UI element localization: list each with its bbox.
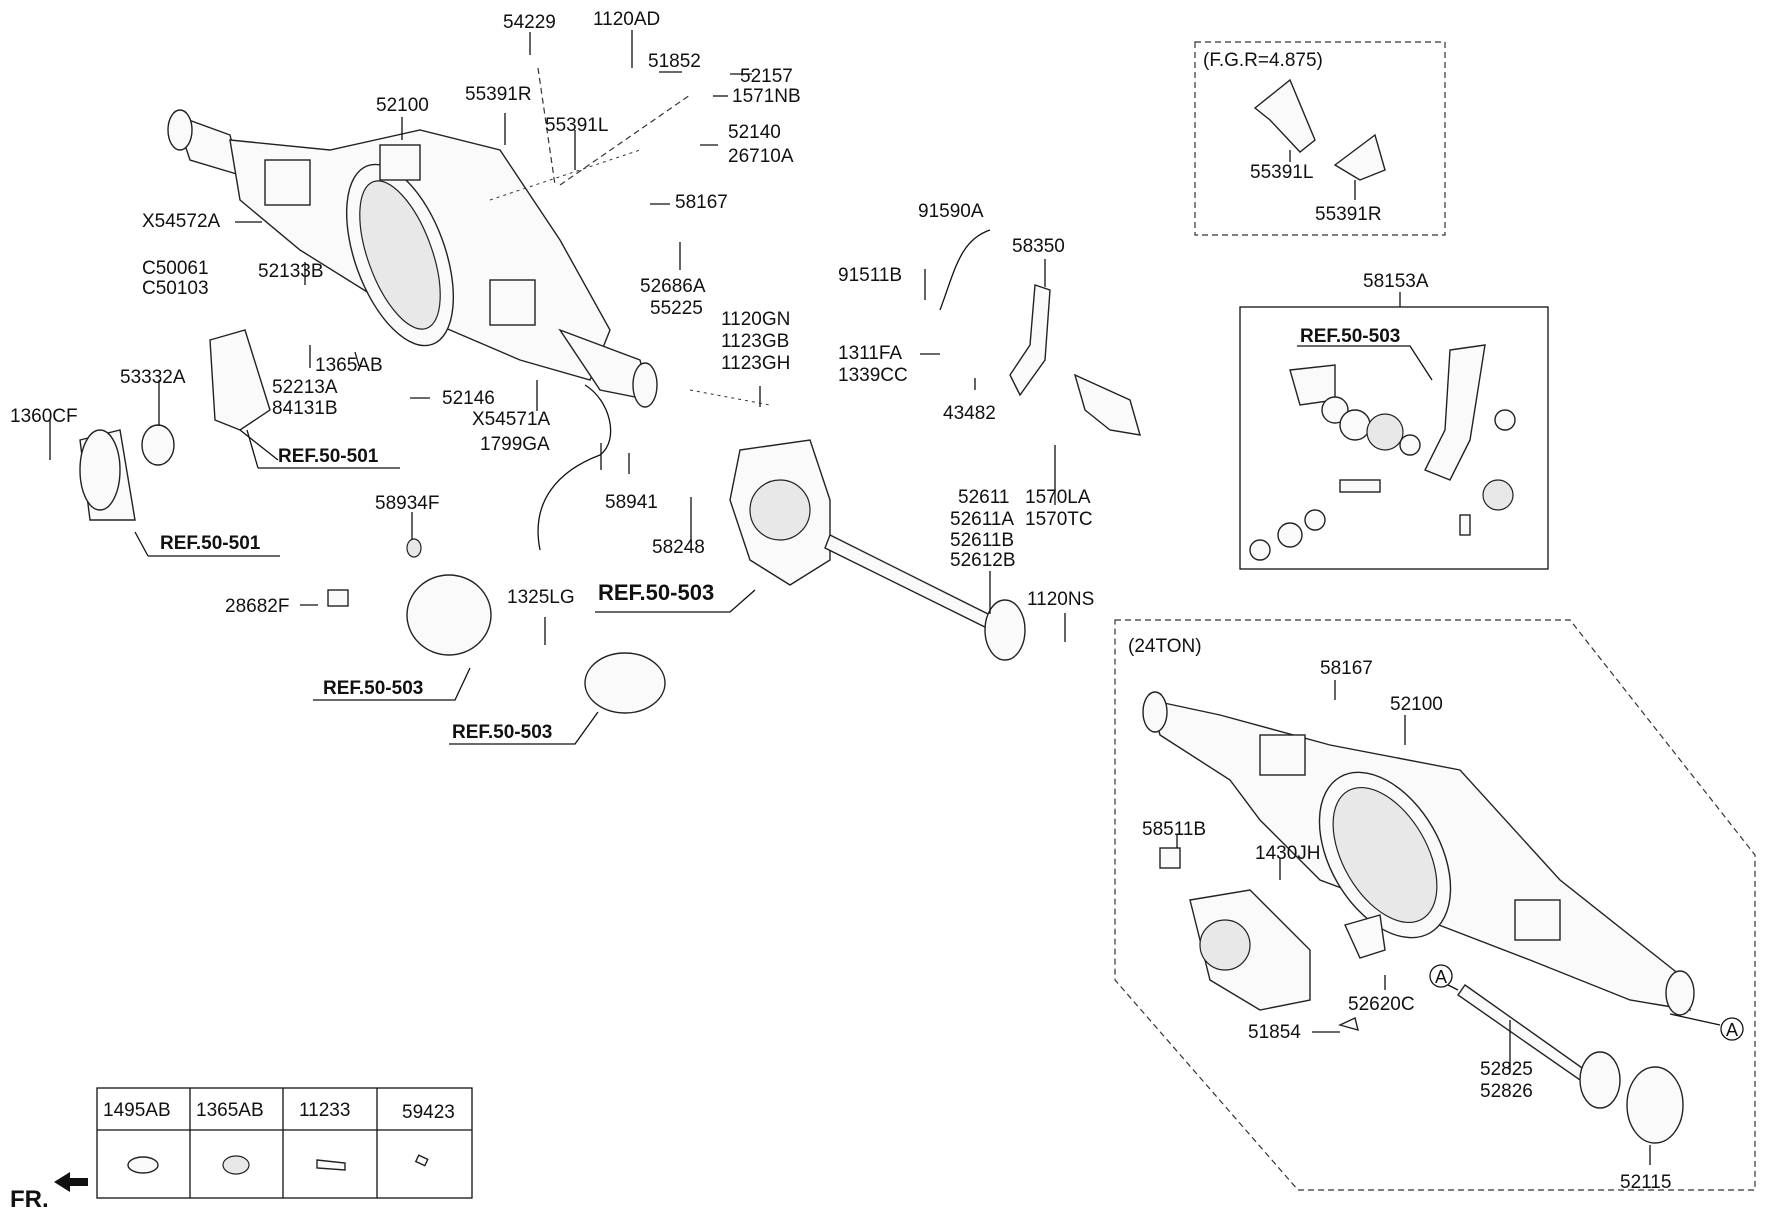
callout-58941: 58941 (605, 492, 658, 513)
ref-50-503-main: REF.50-503 (598, 580, 714, 605)
callout-1325LG: 1325LG (507, 587, 575, 608)
brake-chambers-drawing (327, 538, 666, 714)
callout-1570LA: 1570LA (1025, 487, 1091, 508)
fgr-callout-55391R: 55391R (1315, 204, 1382, 225)
callout-1570TC: 1570TC (1025, 509, 1093, 530)
callout-52146: 52146 (442, 388, 495, 409)
callout-52140: 52140 (728, 122, 781, 143)
callout-1120GN: 1120GN (721, 309, 790, 330)
callout-28682F: 28682F (225, 596, 289, 617)
ref-50-503-actuator: REF.50-503 (452, 722, 552, 743)
brake-spider-drawing (729, 439, 831, 586)
callout-54229: 54229 (503, 12, 556, 33)
callout-43482: 43482 (943, 403, 996, 424)
washer-icon (127, 1156, 159, 1174)
24ton-callout-1430JH: 1430JH (1255, 843, 1321, 864)
callout-1120NS: 1120NS (1027, 589, 1094, 610)
24ton-inset: (24TON) 58167 52100 58511B 1430JH 52620C… (1114, 619, 1756, 1193)
fgr-callout-55391L: 55391L (1250, 162, 1313, 183)
front-direction-label: FR. (10, 1186, 49, 1211)
callout-52612B: 52612B (950, 550, 1016, 571)
callout-52213A: 52213A (272, 377, 338, 398)
callout-55225: 55225 (650, 298, 703, 319)
24ton-callout-52826: 52826 (1480, 1081, 1533, 1102)
callout-1365AB: 1365AB (315, 355, 383, 376)
legend-table: 1495AB 1365AB 11233 59423 (96, 1087, 473, 1199)
callout-58248: 58248 (652, 537, 705, 558)
callout-1360CF: 1360CF (10, 406, 78, 427)
callout-X54571A: X54571A (472, 409, 551, 430)
callout-52611B: 52611B (950, 530, 1014, 551)
nut-icon (222, 1155, 250, 1175)
fgr-bracket-left (1253, 78, 1316, 153)
callout-55391L: 55391L (545, 115, 608, 136)
callout-C50103: C50103 (142, 278, 209, 299)
callout-1799GA: 1799GA (480, 434, 550, 455)
axle-shaft-drawing (824, 534, 1026, 661)
callout-58350: 58350 (1012, 236, 1065, 257)
reference-leaders (134, 429, 756, 745)
callout-55391R: 55391R (465, 84, 532, 105)
callout-1123GH: 1123GH (721, 353, 790, 374)
callout-53332A: 53332A (120, 367, 186, 388)
24ton-callout-51854: 51854 (1248, 1022, 1301, 1043)
callout-91511B: 91511B (838, 265, 902, 286)
24ton-inset-title: (24TON) (1128, 636, 1202, 657)
24ton-callout-52620C: 52620C (1348, 994, 1415, 1015)
callout-52611: 52611 (958, 487, 1009, 508)
24ton-callout-52115: 52115 (1620, 1172, 1671, 1193)
reference-labels: REF.50-501 REF.50-501 REF.50-503 REF.50-… (160, 446, 714, 743)
legend-header-3: 11233 (299, 1100, 350, 1121)
callout-26710A: 26710A (728, 146, 794, 167)
callout-52611A: 52611A (950, 509, 1014, 530)
ref-50-503-chamber: REF.50-503 (323, 678, 423, 699)
legend-header-4: 59423 (402, 1102, 455, 1123)
legend-header-2: 1365AB (196, 1100, 264, 1121)
fgr-inset-title: (F.G.R=4.875) (1203, 50, 1323, 71)
24ton-callout-52825: 52825 (1480, 1059, 1533, 1080)
slack-adjuster-drawing (1009, 284, 1141, 436)
callout-labels: 54229 1120AD 51852 52157 1571NB 52100 55… (10, 9, 1094, 617)
slack-adjuster-inset: 58153A REF.50-503 (1239, 271, 1549, 570)
front-direction-indicator: FR. (10, 1172, 88, 1211)
callout-58167: 58167 (675, 192, 728, 213)
24ton-marker-a1: A (1435, 967, 1447, 987)
legend-header-1: 1495AB (103, 1100, 171, 1121)
24ton-callout-58167: 58167 (1320, 658, 1373, 679)
arrow-left-icon (54, 1172, 88, 1192)
callout-X54572A: X54572A (142, 211, 221, 232)
24ton-marker-a2: A (1726, 1020, 1738, 1040)
24ton-callout-52100: 52100 (1390, 694, 1443, 715)
ref-50-501-a: REF.50-501 (278, 446, 379, 467)
ref-50-501-b: REF.50-501 (160, 533, 261, 554)
hub-parts-drawing (79, 329, 271, 521)
axle-housing-drawing (167, 109, 658, 408)
callout-1120AD: 1120AD (593, 9, 660, 30)
callout-52686A: 52686A (640, 276, 706, 297)
callout-1339CC: 1339CC (838, 365, 908, 386)
callout-84131B: 84131B (272, 398, 338, 419)
24ton-callout-58511B: 58511B (1142, 819, 1206, 840)
callout-91590A: 91590A (918, 201, 984, 222)
brake-hose (537, 384, 612, 551)
callout-1311FA: 1311FA (838, 343, 902, 364)
callout-C50061: C50061 (142, 258, 209, 279)
fgr-inset: (F.G.R=4.875) 55391L 55391R (1194, 41, 1446, 236)
abs-sensor-wire (939, 229, 991, 311)
callout-1571NB: 1571NB (732, 86, 801, 107)
callout-52157: 52157 (740, 66, 793, 87)
callout-51852: 51852 (648, 51, 701, 72)
callout-52133B: 52133B (258, 261, 324, 282)
pin-icon (414, 1154, 429, 1167)
bolt-icon (316, 1159, 346, 1171)
fgr-bracket-right (1333, 133, 1386, 181)
callout-1123GB: 1123GB (721, 331, 789, 352)
callout-58934F: 58934F (375, 493, 439, 514)
ref-50-503-inset: REF.50-503 (1300, 326, 1400, 347)
inset-callout-58153A: 58153A (1363, 271, 1429, 292)
leader-lines (49, 30, 1066, 645)
callout-52100: 52100 (376, 95, 429, 116)
